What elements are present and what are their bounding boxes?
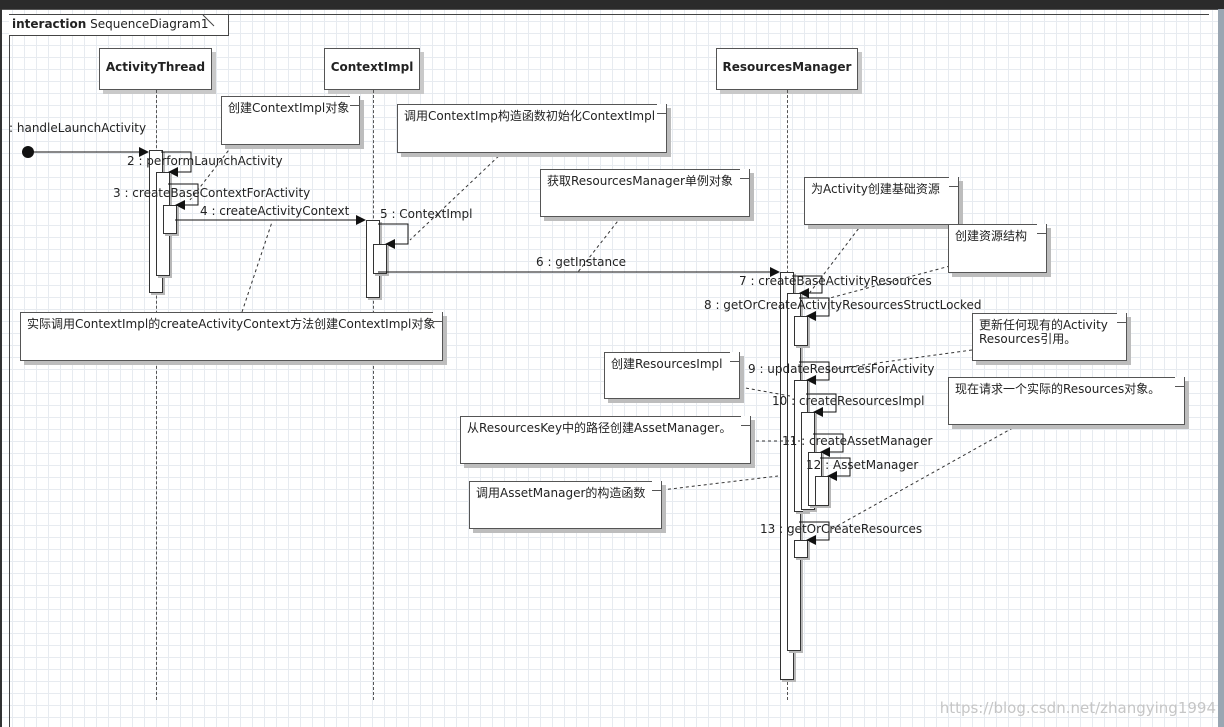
activation-resourcesmanager-8 [794, 540, 808, 558]
note-corner-icon [350, 96, 360, 106]
note-corner-icon [433, 312, 443, 322]
note-corner-icon [949, 177, 959, 187]
frame-label: interaction SequenceDiagram1 [9, 15, 230, 36]
note-8-connector [739, 386, 791, 397]
message-4-label: 4 : createActivityContext [200, 204, 350, 218]
panel-left-edge [0, 9, 2, 727]
note-corner-icon [1117, 313, 1127, 323]
note-10-text: 从ResourcesKey中的路径创建AssetManager。 [467, 421, 732, 435]
note-8-text: 创建ResourcesImpl [611, 357, 723, 371]
window-top-bar [0, 0, 1224, 9]
message-13-label: 13 : getOrCreateResources [760, 522, 923, 536]
note-corner-icon [740, 169, 750, 179]
note-request-resources[interactable]: 现在请求一个实际的Resources对象。 [948, 377, 1185, 425]
note-corner-icon [652, 481, 662, 491]
note-11-text: 调用AssetManager的构造函数 [476, 486, 646, 500]
frame-top-border [9, 14, 1209, 15]
note-create-resourcesimpl[interactable]: 创建ResourcesImpl [604, 352, 740, 399]
frame-name: SequenceDiagram1 [90, 17, 209, 31]
note-2-connector [409, 151, 504, 241]
message-9-arrow[interactable] [799, 361, 830, 385]
panel-right-edge [1218, 9, 1224, 727]
note-corner-icon [730, 352, 740, 362]
message-8-label: 8 : getOrCreateActivityResourcesStructLo… [704, 298, 982, 312]
lifeline-activitythread-line [156, 90, 157, 700]
message-12-label: 12 : AssetManager [806, 458, 919, 472]
lifeline-activitythread[interactable]: ActivityThread [99, 48, 212, 90]
note-6-connector [829, 265, 951, 299]
activation-contextimpl-2 [373, 244, 387, 274]
message-9-label: 9 : updateResourcesForActivity [748, 362, 935, 376]
note-11-connector [661, 475, 779, 491]
message-5-label: 5 : ContextImpl [380, 207, 473, 221]
message-5-arrow[interactable] [378, 223, 409, 249]
note-corner-icon [657, 104, 667, 114]
found-message-start-dot [22, 146, 34, 158]
lifeline-resourcesmanager[interactable]: ResourcesManager [716, 48, 858, 90]
note-corner-icon [1175, 377, 1185, 387]
note-9-text: 现在请求一个实际的Resources对象。 [955, 382, 1161, 396]
note-create-contextimpl[interactable]: 创建ContextImpl对象 [221, 96, 360, 145]
message-11-arrow[interactable] [813, 433, 844, 457]
message-2-label: 2 : performLaunchActivity [127, 154, 283, 168]
message-6-label: 6 : getInstance [536, 255, 627, 269]
note-corner-icon [741, 416, 751, 426]
message-3-arrow[interactable] [168, 183, 199, 210]
frame-keyword: interaction [12, 17, 87, 31]
note-7-text: 更新任何现有的Activity Resources引用。 [979, 318, 1108, 346]
note-4-connector [241, 221, 273, 313]
note-2-text: 调用ContextImp构造函数初始化ContextImpl [404, 109, 656, 123]
lifeline-contextimpl-label: ContextImpl [330, 60, 414, 74]
note-5-text: 为Activity创建基础资源 [811, 182, 940, 196]
message-13-arrow[interactable] [799, 521, 830, 545]
note-1-text: 创建ContextImpl对象 [228, 101, 350, 115]
note-get-singleton[interactable]: 获取ResourcesManager单例对象 [540, 169, 750, 217]
note-corner-icon [1037, 224, 1047, 234]
lifeline-contextimpl[interactable]: ContextImpl [324, 48, 420, 90]
note-6-text: 创建资源结构 [955, 229, 1028, 243]
note-assetmanager-constructor[interactable]: 调用AssetManager的构造函数 [469, 481, 662, 529]
frame-left-border [9, 14, 10, 727]
message-11-label: 11 : createAssetManager [782, 434, 933, 448]
note-update-references[interactable]: 更新任何现有的Activity Resources引用。 [972, 313, 1127, 361]
message-2-arrow[interactable] [161, 151, 192, 177]
note-base-resources[interactable]: 为Activity创建基础资源 [804, 177, 959, 225]
activation-resourcesmanager-7 [815, 476, 829, 506]
watermark: https://blog.csdn.net/zhangying1994 [939, 699, 1216, 717]
message-10-label: 10 : createResourcesImpl [772, 394, 925, 408]
note-5-connector [807, 223, 863, 296]
note-call-constructor[interactable]: 调用ContextImp构造函数初始化ContextImpl [397, 104, 667, 153]
activation-resourcesmanager-3 [794, 316, 808, 346]
note-3-text: 获取ResourcesManager单例对象 [547, 174, 733, 188]
message-10-arrow[interactable] [806, 393, 837, 417]
message-7-label: 7 : createBaseActivityResources [739, 274, 932, 288]
note-4-text: 实际调用ContextImpl的createActivityContext方法创… [27, 317, 436, 331]
note-7-connector [825, 349, 973, 371]
message-7-arrow[interactable] [792, 275, 823, 298]
note-create-structure[interactable]: 创建资源结构 [948, 224, 1047, 273]
message-12-arrow[interactable] [820, 457, 851, 481]
lifeline-activitythread-label: ActivityThread [105, 60, 206, 74]
message-1-label: : handleLaunchActivity [9, 121, 147, 135]
note-create-assetmanager[interactable]: 从ResourcesKey中的路径创建AssetManager。 [460, 416, 751, 464]
message-8-arrow[interactable] [799, 297, 830, 321]
panel-top-edge [0, 9, 1224, 10]
message-3-label: 3 : createBaseContextForActivity [113, 186, 311, 200]
note-actual-call[interactable]: 实际调用ContextImpl的createActivityContext方法创… [20, 312, 443, 361]
lifeline-contextimpl-line [373, 90, 374, 700]
lifeline-resourcesmanager-label: ResourcesManager [722, 60, 852, 74]
